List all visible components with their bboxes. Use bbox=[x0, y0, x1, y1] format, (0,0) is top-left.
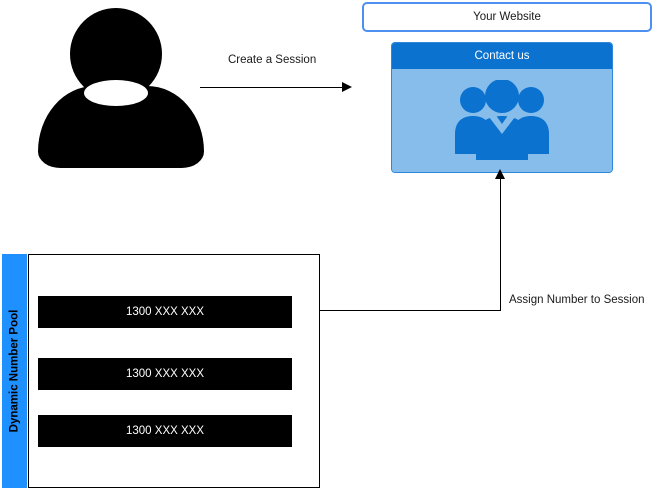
dynamic-number-pool-label: Dynamic Number Pool bbox=[8, 309, 21, 433]
arrow-horizontal-segment bbox=[290, 310, 501, 311]
contact-us-header: Contact us bbox=[392, 43, 612, 69]
people-group-icon bbox=[455, 79, 549, 160]
contact-us-panel[interactable]: Contact us bbox=[391, 42, 613, 173]
number-bar[interactable]: 1300 XXX XXX bbox=[38, 296, 292, 328]
number-bar-label: 1300 XXX XXX bbox=[126, 368, 204, 380]
assign-number-arrow bbox=[290, 165, 515, 315]
create-session-label: Create a Session bbox=[228, 54, 317, 66]
number-bar-label: 1300 XXX XXX bbox=[126, 306, 204, 318]
contact-us-body bbox=[392, 69, 612, 172]
assign-number-label: Assign Number to Session bbox=[509, 294, 645, 306]
number-bar-label: 1300 XXX XXX bbox=[126, 425, 204, 437]
arrow-shaft bbox=[200, 87, 342, 88]
arrow-vertical-segment bbox=[500, 178, 501, 311]
user-actor bbox=[38, 8, 204, 168]
arrow-right-icon bbox=[342, 82, 352, 92]
arrow-up-icon bbox=[495, 169, 505, 179]
dynamic-number-pool-sidebar: Dynamic Number Pool bbox=[2, 254, 27, 488]
number-bar[interactable]: 1300 XXX XXX bbox=[38, 358, 292, 390]
person-neck-notch bbox=[84, 80, 148, 106]
your-website-label: Your Website bbox=[473, 11, 541, 23]
create-session-arrow bbox=[200, 80, 352, 96]
contact-us-title: Contact us bbox=[474, 50, 530, 62]
number-bar[interactable]: 1300 XXX XXX bbox=[38, 415, 292, 447]
your-website-box[interactable]: Your Website bbox=[362, 2, 652, 32]
